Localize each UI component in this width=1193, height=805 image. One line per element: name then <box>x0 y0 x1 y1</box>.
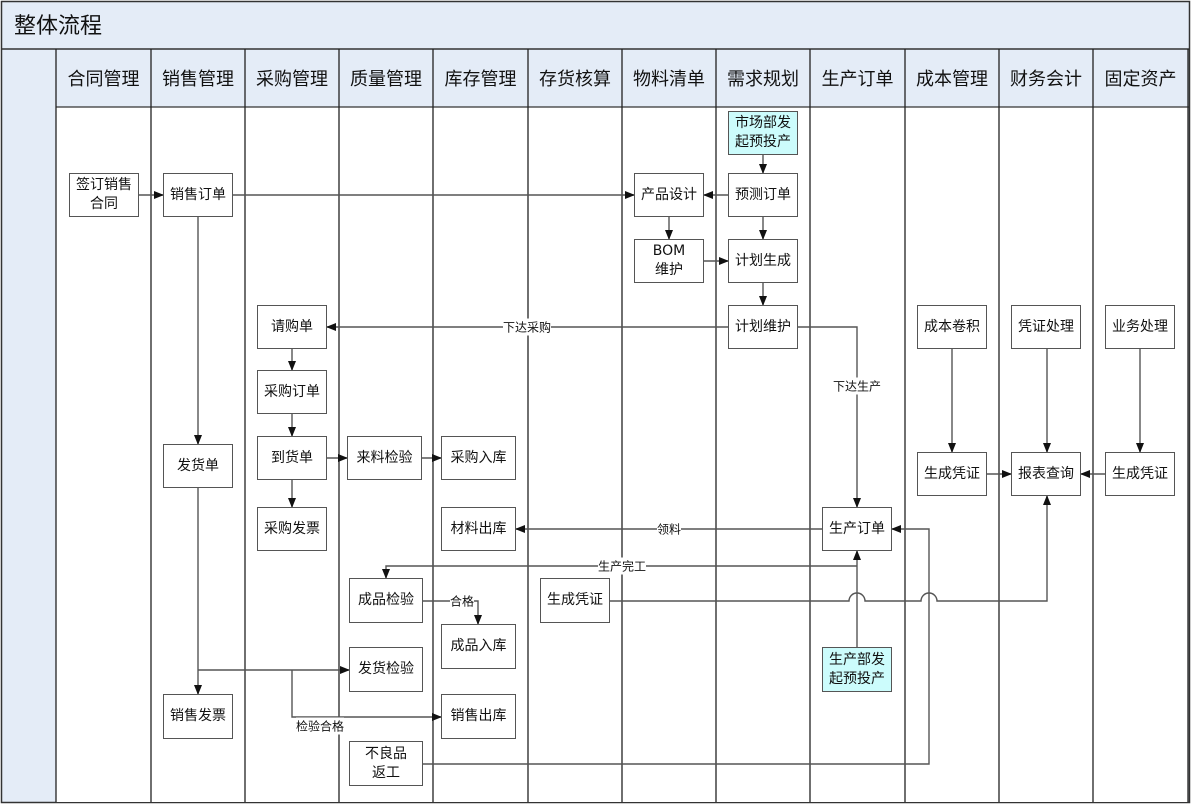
lane-header: 固定资产 <box>1104 69 1177 90</box>
process-node[interactable]: 发货检验 <box>349 647 423 692</box>
process-node[interactable]: 签订销售 合同 <box>69 173 139 217</box>
process-node[interactable]: 预测订单 <box>728 173 798 217</box>
process-node[interactable]: 计划生成 <box>728 239 798 283</box>
flow-arrow <box>610 495 1051 602</box>
flow-arrow <box>291 670 442 721</box>
lane-header: 销售管理 <box>162 69 234 90</box>
process-node[interactable]: 来料检验 <box>347 436 422 480</box>
process-node[interactable]: 成品入库 <box>441 624 516 669</box>
edge-label-purchase: 下达采购 <box>502 318 552 336</box>
flow-arrow <box>382 565 857 579</box>
lane-header: 需求规划 <box>727 69 799 90</box>
lane-header: 合同管理 <box>67 69 140 90</box>
process-node[interactable]: 采购入库 <box>441 436 516 480</box>
process-node[interactable]: 生成凭证 <box>1105 452 1175 496</box>
edge-label-pick: 领料 <box>656 520 682 538</box>
process-node[interactable]: 成本卷积 <box>917 305 987 349</box>
edge-label-finish: 生产完工 <box>597 557 647 575</box>
process-node[interactable]: 采购订单 <box>257 370 327 414</box>
lane-header: 财务会计 <box>1010 69 1082 90</box>
process-node[interactable]: 生产订单 <box>822 507 892 551</box>
flow-arrow <box>798 326 861 508</box>
process-node[interactable]: 产品设计 <box>634 173 704 217</box>
lane-header: 质量管理 <box>350 69 422 90</box>
process-node[interactable]: 成品检验 <box>349 578 423 623</box>
diagram-title: 整体流程 <box>14 14 103 39</box>
process-node[interactable]: 发货单 <box>163 444 233 488</box>
process-node[interactable]: 生成凭证 <box>540 578 610 623</box>
process-node[interactable]: 销售发票 <box>163 694 233 739</box>
lane-header: 生产订单 <box>821 69 894 90</box>
process-node[interactable]: 到货单 <box>257 436 327 480</box>
process-node[interactable]: 不良品 返工 <box>349 741 423 786</box>
lane-header: 存货核算 <box>539 69 611 90</box>
flow-arrow <box>423 600 482 625</box>
process-node[interactable]: 报表查询 <box>1011 452 1081 496</box>
process-node[interactable]: 材料出库 <box>441 507 516 551</box>
process-node[interactable]: 市场部发 起预投产 <box>728 111 798 155</box>
process-node[interactable]: 销售订单 <box>163 173 233 217</box>
process-node[interactable]: 凭证处理 <box>1011 305 1081 349</box>
edge-label-pass: 合格 <box>449 592 475 610</box>
process-node[interactable]: 请购单 <box>257 305 327 349</box>
lane-header: 库存管理 <box>444 69 517 90</box>
edge-label-inspect_pass: 检验合格 <box>295 717 345 735</box>
process-node[interactable]: 业务处理 <box>1105 305 1175 349</box>
lane-header: 采购管理 <box>256 69 328 90</box>
process-node[interactable]: 生成凭证 <box>917 452 987 496</box>
flow-arrow <box>423 525 930 765</box>
process-node[interactable]: 计划维护 <box>728 305 798 349</box>
process-node[interactable]: BOM 维护 <box>634 239 704 283</box>
process-node[interactable]: 采购发票 <box>257 507 327 551</box>
process-node[interactable]: 销售出库 <box>441 694 516 739</box>
lane-header: 物料清单 <box>633 69 705 90</box>
edge-label-production: 下达生产 <box>832 377 882 395</box>
lane-header: 成本管理 <box>916 69 988 90</box>
process-node[interactable]: 生产部发 起预投产 <box>822 647 892 692</box>
